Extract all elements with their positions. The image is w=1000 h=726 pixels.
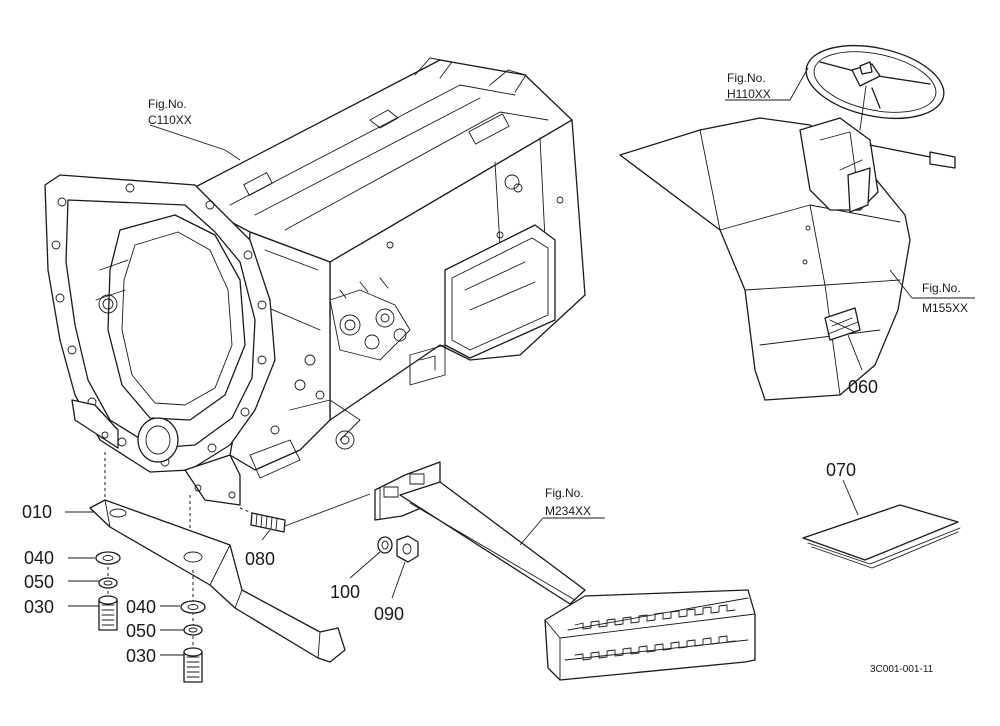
part-number: 050 <box>126 621 156 641</box>
part-number: 090 <box>374 604 404 624</box>
part-number: 010 <box>22 502 52 522</box>
fig-ref-m155-line1: Fig.No. <box>922 281 961 295</box>
fig-ref-h110-line2: H110XX <box>727 87 771 101</box>
part-number: 040 <box>126 597 156 617</box>
hardware-stack-left <box>95 551 121 631</box>
part-number: 030 <box>126 646 156 666</box>
steering-dash-panel <box>619 45 956 401</box>
washer-and-nut <box>377 535 419 563</box>
transmission-case <box>44 57 586 506</box>
fig-ref-m234-line2: M234XX <box>545 504 591 518</box>
drawing-code: 3C001-001-11 <box>870 664 934 675</box>
part-number: 070 <box>826 460 856 480</box>
part-number: 080 <box>245 549 275 569</box>
fig-ref-c110-line1: Fig.No. <box>148 97 187 111</box>
fig-ref-h110-line1: Fig.No. <box>727 71 766 85</box>
operators-manual <box>802 504 961 569</box>
part-number: 030 <box>24 597 54 617</box>
fig-ref-m234-line1: Fig.No. <box>545 486 584 500</box>
part-number-labels: 010 040 050 030 040 050 030 080 100 090 … <box>22 377 878 666</box>
part-number: 050 <box>24 572 54 592</box>
part-number: 060 <box>848 377 878 397</box>
part-number: 100 <box>330 582 360 602</box>
step-assembly <box>374 461 756 681</box>
part-number: 040 <box>24 548 54 568</box>
figure-references: Fig.No. C110XX Fig.No. H110XX Fig.No. M1… <box>148 71 968 518</box>
fig-ref-m155-line2: M155XX <box>922 301 968 315</box>
step-bracket <box>89 499 346 663</box>
leader-lines <box>65 67 975 656</box>
stud-bolt <box>239 493 371 533</box>
fig-ref-c110-line2: C110XX <box>148 113 192 127</box>
hardware-stack-right <box>180 570 206 683</box>
